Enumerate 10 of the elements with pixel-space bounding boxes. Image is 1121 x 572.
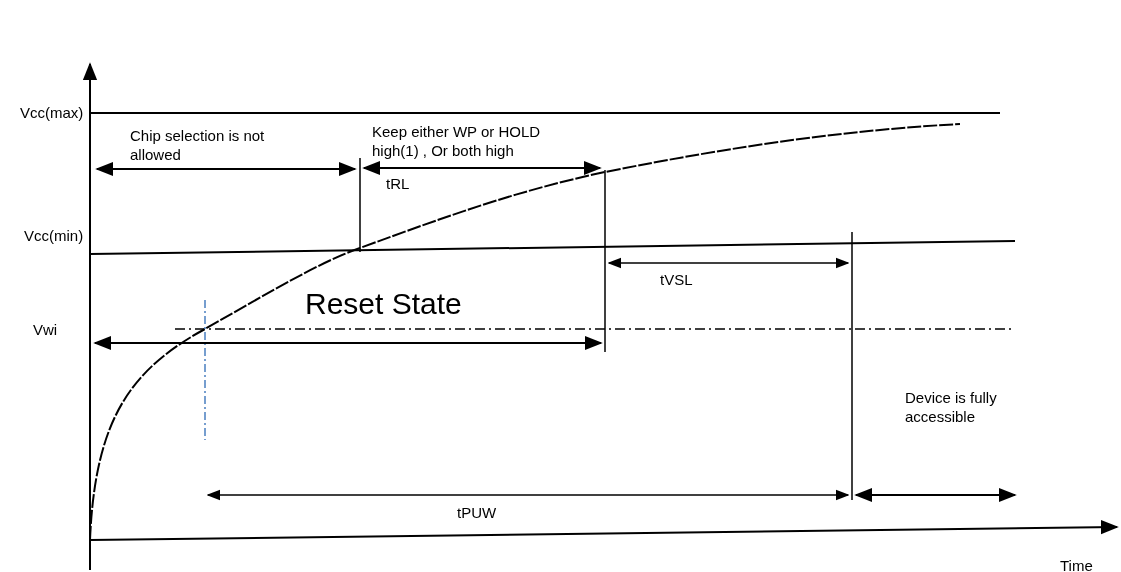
axis-label: Vwi — [33, 320, 58, 339]
timing-label: tPUW — [457, 503, 497, 522]
axis-label: Vcc(min) — [24, 226, 84, 245]
timing-label: tVSL — [660, 270, 693, 289]
axis-label: Time — [1060, 556, 1093, 572]
annotation-text: Chip selection is not allowed — [130, 126, 266, 164]
timing-label: tRL — [386, 174, 410, 193]
axis-label: Vcc(max) — [20, 103, 84, 122]
annotation-text: Keep either WP or HOLD high(1) , Or both high — [372, 122, 542, 160]
annotation-text: Device is fully accessible — [905, 388, 998, 426]
